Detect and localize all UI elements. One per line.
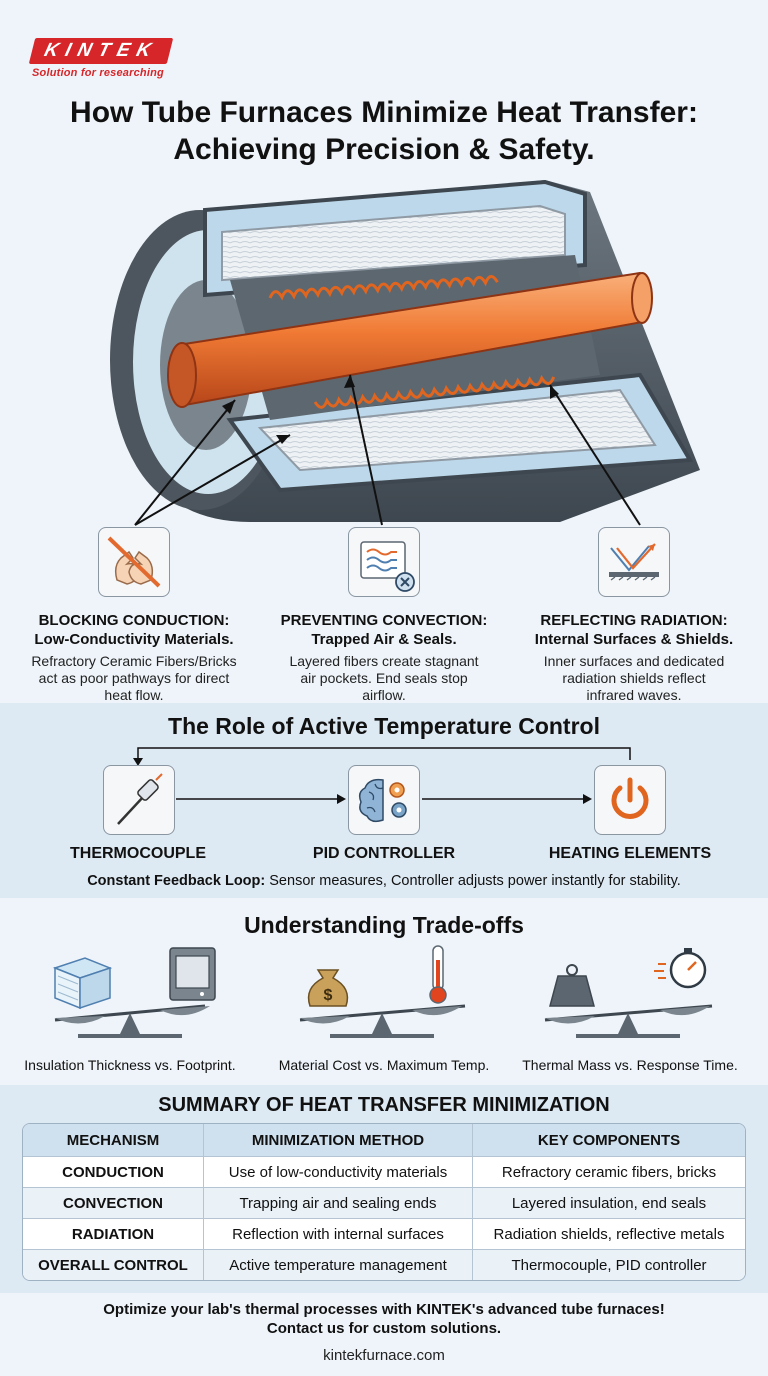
thermocouple-icon — [103, 765, 175, 835]
table-row: CONVECTION Trapping air and sealing ends… — [23, 1188, 745, 1219]
heating-coil-top — [268, 275, 499, 301]
brand-name: KINTEK — [28, 38, 174, 64]
table-cell: Layered insulation, end seals — [473, 1188, 745, 1219]
table-cell: CONDUCTION — [23, 1157, 204, 1188]
table-header-cell: MECHANISM — [23, 1124, 204, 1157]
blocked-airflow-icon — [348, 527, 420, 597]
table-cell: Reflection with internal surfaces — [204, 1219, 473, 1250]
table-row: CONDUCTION Use of low-conductivity mater… — [23, 1157, 745, 1188]
table-header-cell: KEY COMPONENTS — [473, 1124, 745, 1157]
mechanism-description: Refractory Ceramic Fibers/Bricks act as … — [31, 653, 237, 703]
table-header-row: MECHANISM MINIMIZATION METHOD KEY COMPON… — [23, 1124, 745, 1157]
scale-cost-temperature: $ — [299, 945, 466, 1038]
page-title-line2: Achieving Precision & Safety. — [173, 133, 595, 166]
footer-cta-line2: Contact us for custom solutions. — [266, 1320, 502, 1337]
tradeoff-label: Insulation Thickness vs. Footprint. — [24, 1057, 236, 1073]
table-cell: Use of low-conductivity materials — [204, 1157, 473, 1188]
table-header-cell: MINIMIZATION METHOD — [204, 1124, 473, 1157]
table-row: OVERALL CONTROL Active temperature manag… — [23, 1250, 745, 1280]
table-cell: Trapping air and sealing ends — [204, 1188, 473, 1219]
tradeoff-label: Material Cost vs. Maximum Temp. — [278, 1057, 490, 1073]
reflection-icon — [598, 527, 670, 597]
summary-title: SUMMARY OF HEAT TRANSFER MINIMIZATION — [158, 1094, 610, 1116]
mechanism-subtitle: Low-Conductivity Materials. — [34, 631, 234, 648]
table-cell: RADIATION — [23, 1219, 204, 1250]
money-bag-icon: $ — [307, 969, 349, 1007]
table-cell: Thermocouple, PID controller — [473, 1250, 745, 1280]
mechanism-title: BLOCKING CONDUCTION: — [38, 612, 230, 629]
brand-logo: KINTEK Solution for researching — [28, 38, 174, 79]
table-cell: Refractory ceramic fibers, bricks — [473, 1157, 745, 1188]
feedback-caption-bold: Constant Feedback Loop: — [87, 873, 266, 889]
weight-icon — [549, 964, 595, 1007]
table-cell: Radiation shields, reflective metals — [473, 1219, 745, 1250]
footer-cta: Optimize your lab's thermal processes wi… — [0, 1300, 768, 1338]
page-title-line1: How Tube Furnaces Minimize Heat Transfer… — [70, 96, 698, 129]
mechanism-subtitle: Trapped Air & Seals. — [311, 631, 457, 648]
feedback-caption-text: Sensor measures, Controller adjusts powe… — [265, 873, 681, 889]
pid-controller-label: PID CONTROLLER — [312, 845, 456, 862]
table-cell: Active temperature management — [204, 1250, 473, 1280]
table-cell: CONVECTION — [23, 1188, 204, 1219]
tradeoff-label: Thermal Mass vs. Response Time. — [522, 1057, 738, 1073]
mechanism-subtitle: Internal Surfaces & Shields. — [534, 631, 734, 648]
brand-tagline: Solution for researching — [32, 67, 164, 79]
mechanism-description: Inner surfaces and dedicated radiation s… — [543, 653, 725, 703]
feedback-caption: Constant Feedback Loop: Sensor measures,… — [0, 873, 768, 889]
tradeoffs-title: Understanding Trade-offs — [244, 912, 524, 938]
no-touch-hands-icon — [98, 527, 170, 597]
heating-coil-bottom — [313, 374, 556, 409]
heating-elements-label: HEATING ELEMENTS — [548, 845, 712, 862]
callout-arrows — [134, 374, 641, 526]
brain-gears-icon — [348, 765, 420, 835]
scale-insulation-footprint — [52, 947, 216, 1038]
footer-website-link[interactable]: kintekfurnace.com — [323, 1347, 445, 1364]
scale-mass-response — [544, 948, 713, 1038]
mechanism-description: Layered fibers create stagnant air pocke… — [289, 653, 479, 703]
stopwatch-icon — [654, 948, 707, 989]
mechanism-title: REFLECTING RADIATION: — [540, 612, 728, 629]
table-row: RADIATION Reflection with internal surfa… — [23, 1219, 745, 1250]
tradeoff-scales-illustration: $ — [52, 945, 713, 1038]
feedback-loop-arrows — [133, 747, 631, 804]
power-icon — [594, 765, 666, 835]
page-title: How Tube Furnaces Minimize Heat Transfer… — [0, 94, 768, 168]
furnace-box-icon — [169, 947, 216, 1001]
mechanism-convection: PREVENTING CONVECTION: Trapped Air & Sea… — [259, 527, 509, 704]
mechanism-radiation: REFLECTING RADIATION: Internal Surfaces … — [509, 527, 759, 704]
thermometer-icon — [429, 945, 447, 1004]
mechanism-title: PREVENTING CONVECTION: — [280, 612, 488, 629]
table-cell: OVERALL CONTROL — [23, 1250, 204, 1280]
tube-furnace-cutaway-illustration — [110, 179, 700, 526]
footer-cta-line1: Optimize your lab's thermal processes wi… — [103, 1301, 665, 1318]
mechanism-conduction: BLOCKING CONDUCTION: Low-Conductivity Ma… — [9, 527, 259, 704]
thermocouple-label: THERMOCOUPLE — [70, 845, 206, 862]
svg-text:$: $ — [324, 987, 333, 1004]
summary-table: MECHANISM MINIMIZATION METHOD KEY COMPON… — [22, 1123, 746, 1281]
control-section-title: The Role of Active Temperature Control — [168, 713, 600, 739]
insulation-block-icon — [52, 957, 113, 1010]
